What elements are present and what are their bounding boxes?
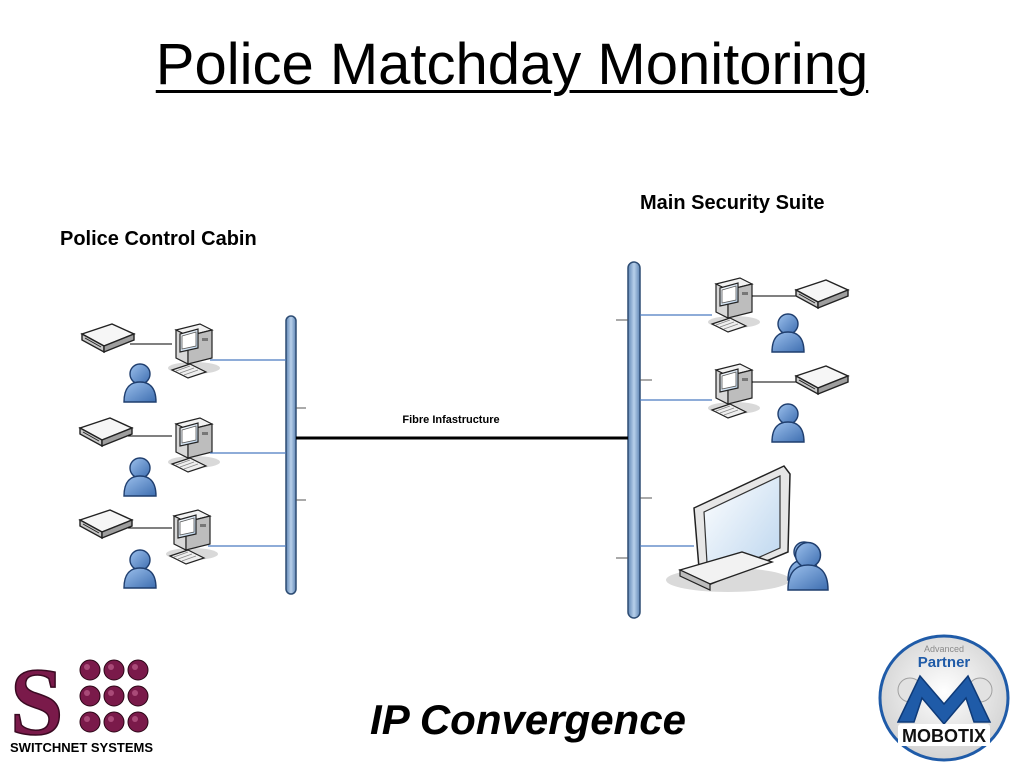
right-station-1 bbox=[640, 277, 849, 353]
switchnet-logo-text: SWITCHNET SYSTEMS bbox=[10, 740, 154, 755]
right-backbone bbox=[627, 261, 641, 619]
left-station-1 bbox=[81, 323, 286, 403]
main-security-suite-label: Main Security Suite bbox=[640, 192, 825, 214]
fibre-infrastructure-label: Fibre Infastructure bbox=[402, 414, 500, 426]
ip-convergence-subtitle: IP Convergence bbox=[370, 696, 686, 743]
mobotix-brand-text: MOBOTIX bbox=[902, 726, 986, 746]
video-wall-display bbox=[640, 465, 791, 592]
left-station-2 bbox=[79, 417, 286, 497]
svg-text:S: S bbox=[10, 654, 63, 755]
left-station-3 bbox=[79, 509, 286, 589]
switchnet-logo: S bbox=[9, 654, 149, 756]
mobotix-advanced-text: Advanced bbox=[924, 644, 964, 654]
slide-title: Police Matchday Monitoring bbox=[155, 32, 869, 97]
right-station-2 bbox=[640, 363, 849, 443]
mobotix-partner-text: Partner bbox=[918, 654, 971, 671]
left-backbone bbox=[285, 315, 297, 595]
display-user bbox=[787, 541, 829, 591]
police-control-cabin-label: Police Control Cabin bbox=[60, 228, 257, 250]
mobotix-partner-logo: Advanced Partner MOBOTIX bbox=[878, 634, 1010, 762]
